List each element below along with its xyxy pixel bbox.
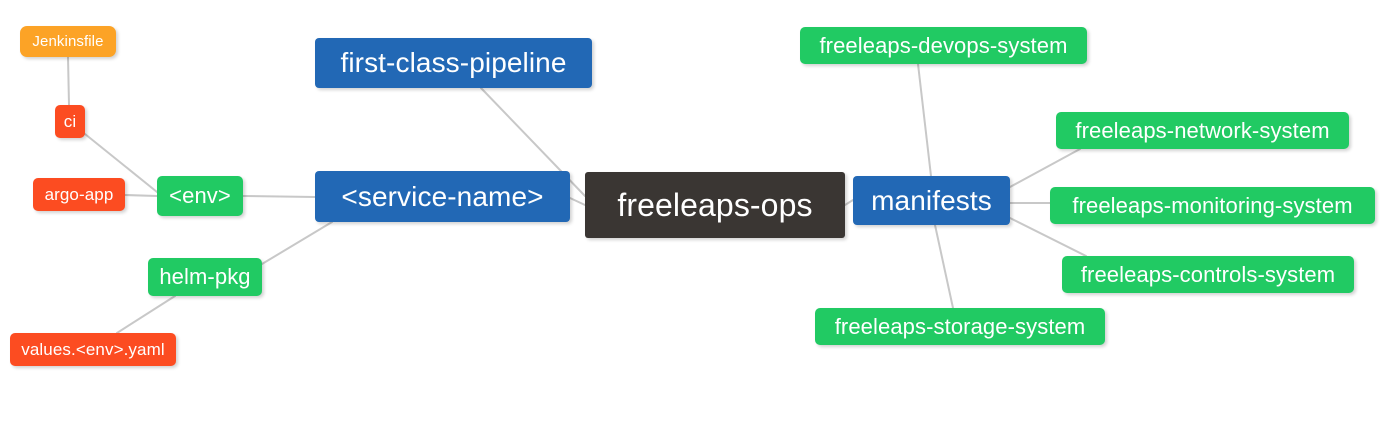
mindmap-node-helm-pkg[interactable]: helm-pkg [148,258,262,296]
edge-env-to-argo-app [124,194,158,197]
mindmap-node-freeleaps-monitoring-system[interactable]: freeleaps-monitoring-system [1050,187,1375,224]
edge-service-name-to-helm-pkg [261,221,333,265]
edge-manifests-to-freeleaps-network-system [1009,148,1081,188]
mindmap-node-argo-app[interactable]: argo-app [33,178,125,211]
edge-manifests-to-freeleaps-storage-system [934,224,954,309]
mindmap-node-ci[interactable]: ci [55,105,85,138]
edge-root-to-service-name [569,197,586,206]
mindmap-node-root[interactable]: freeleaps-ops [585,172,845,238]
edge-manifests-to-freeleaps-devops-system [917,63,932,177]
mindmap-node-freeleaps-devops-system[interactable]: freeleaps-devops-system [800,27,1087,64]
edge-helm-pkg-to-values-env-yaml [116,295,176,334]
mindmap-node-freeleaps-storage-system[interactable]: freeleaps-storage-system [815,308,1105,345]
mindmap-node-freeleaps-network-system[interactable]: freeleaps-network-system [1056,112,1349,149]
mindmap-node-first-class-pipeline[interactable]: first-class-pipeline [315,38,592,88]
mindmap-node-env[interactable]: <env> [157,176,243,216]
edge-service-name-to-env [242,195,316,198]
mindmap-node-service-name[interactable]: <service-name> [315,171,570,222]
mindmap-node-values-env-yaml[interactable]: values.<env>.yaml [10,333,176,366]
mindmap-node-manifests[interactable]: manifests [853,176,1010,225]
mindmap-node-freeleaps-controls-system[interactable]: freeleaps-controls-system [1062,256,1354,293]
mindmap-node-jenkinsfile[interactable]: Jenkinsfile [20,26,116,57]
edge-ci-to-jenkinsfile [67,56,70,106]
edge-root-to-manifests [844,199,854,206]
